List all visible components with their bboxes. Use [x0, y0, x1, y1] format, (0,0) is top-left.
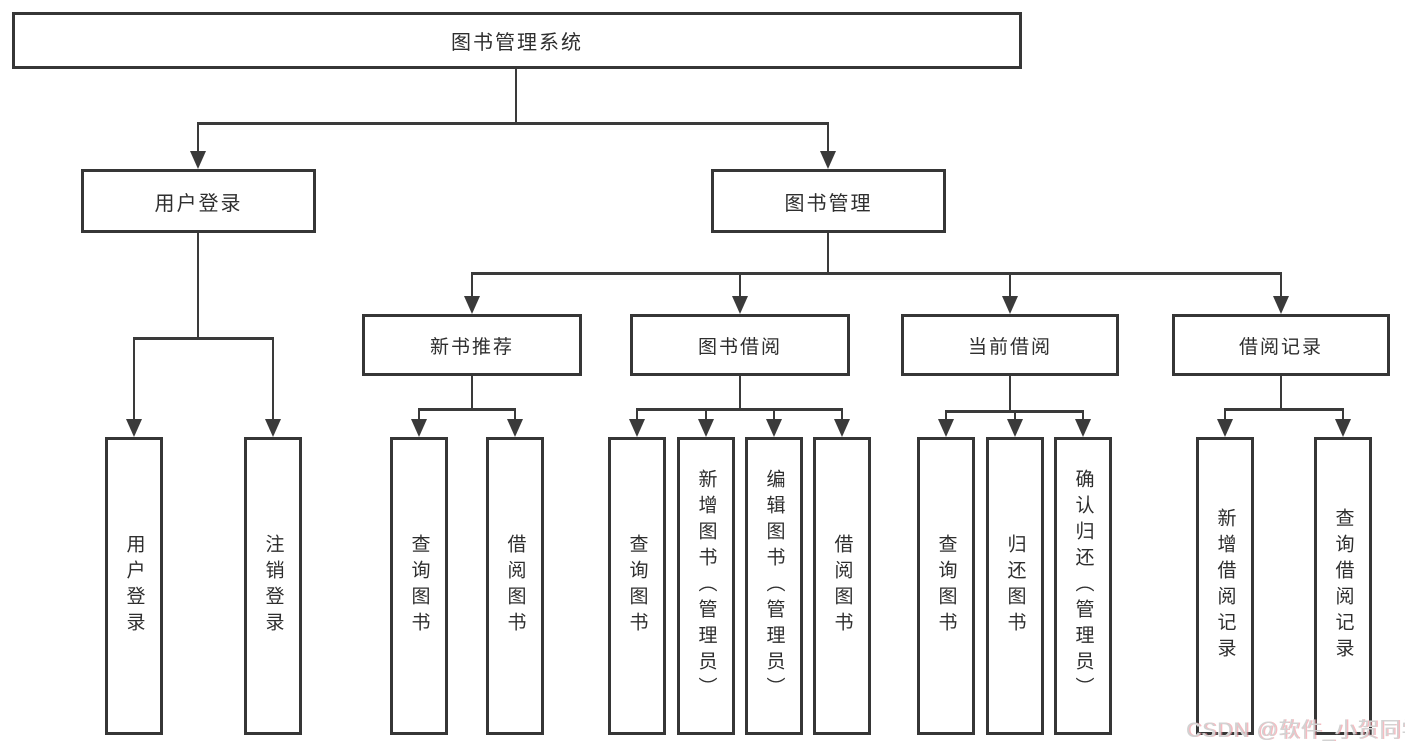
leaf-query-borrow-record: 查询借阅记录 [1314, 437, 1372, 735]
connector-vline [635, 408, 639, 421]
arrow-down-head [834, 419, 850, 437]
arrow-down-head [1217, 419, 1233, 437]
leaf-add-borrow-record: 新增借阅记录 [1196, 437, 1254, 735]
connector-vline [840, 408, 844, 421]
connector-vline [738, 272, 742, 298]
node-new-book-recommend: 新书推荐 [362, 314, 582, 376]
arrow-down-head [507, 419, 523, 437]
connector-vline [738, 376, 742, 408]
leaf-query-books-borrow: 查询图书 [608, 437, 666, 735]
arrow-down-head [411, 419, 427, 437]
connector-vline [772, 408, 776, 421]
leaf-borrow-books-recommend: 借阅图书 [486, 437, 544, 735]
arrow-down-head [1273, 296, 1289, 314]
connector-vline [1279, 376, 1283, 408]
arrow-down-head [1335, 419, 1351, 437]
leaf-query-books-recommend: 查询图书 [390, 437, 448, 735]
arrow-down-head [938, 419, 954, 437]
connector-vline [826, 233, 830, 272]
connector-hline [196, 122, 830, 125]
node-book-management: 图书管理 [711, 169, 946, 233]
arrow-down-head [698, 419, 714, 437]
arrow-down-head [629, 419, 645, 437]
leaf-user-login: 用户登录 [105, 437, 163, 735]
leaf-logout: 注销登录 [244, 437, 302, 735]
connector-hline [635, 408, 844, 411]
connector-vline [1013, 410, 1017, 421]
connector-vline [704, 408, 708, 421]
arrow-down-head [732, 296, 748, 314]
connector-vline [470, 272, 474, 298]
connector-vline [1081, 410, 1085, 421]
arrow-down-head [190, 151, 206, 169]
watermark: CSDN @软件_小贺同学 [1186, 719, 1405, 742]
connector-vline [944, 410, 948, 421]
connector-hline [132, 337, 275, 340]
connector-vline [271, 337, 275, 421]
connector-vline [470, 376, 474, 408]
connector-vline [1341, 408, 1345, 421]
connector-vline [826, 122, 830, 153]
leaf-borrow-books: 借阅图书 [813, 437, 871, 735]
connector-vline [1008, 272, 1012, 298]
connector-vline [1008, 376, 1012, 410]
connector-hline [417, 408, 517, 411]
arrow-down-head [766, 419, 782, 437]
node-borrow-records: 借阅记录 [1172, 314, 1390, 376]
connector-hline [1223, 408, 1345, 411]
connector-vline [417, 408, 421, 421]
connector-vline [1279, 272, 1283, 298]
node-user-login: 用户登录 [81, 169, 316, 233]
leaf-return-book: 归还图书 [986, 437, 1044, 735]
connector-vline [513, 408, 517, 421]
arrow-down-head [464, 296, 480, 314]
connector-vline [1223, 408, 1227, 421]
leaf-confirm-return-admin: 确认归还（管理员） [1054, 437, 1112, 735]
arrow-down-head [1002, 296, 1018, 314]
arrow-down-head [265, 419, 281, 437]
node-root: 图书管理系统 [12, 12, 1022, 69]
node-current-borrow: 当前借阅 [901, 314, 1119, 376]
arrow-down-head [820, 151, 836, 169]
leaf-query-books-current: 查询图书 [917, 437, 975, 735]
leaf-edit-book-admin: 编辑图书（管理员） [745, 437, 803, 735]
connector-vline [132, 337, 136, 421]
connector-vline [514, 68, 518, 122]
leaf-add-book-admin: 新增图书（管理员） [677, 437, 735, 735]
arrow-down-head [1007, 419, 1023, 437]
connector-vline [196, 122, 200, 153]
arrow-down-head [1075, 419, 1091, 437]
arrow-down-head [126, 419, 142, 437]
connector-hline [470, 272, 1283, 275]
connector-vline [196, 233, 200, 337]
node-book-borrow: 图书借阅 [630, 314, 850, 376]
